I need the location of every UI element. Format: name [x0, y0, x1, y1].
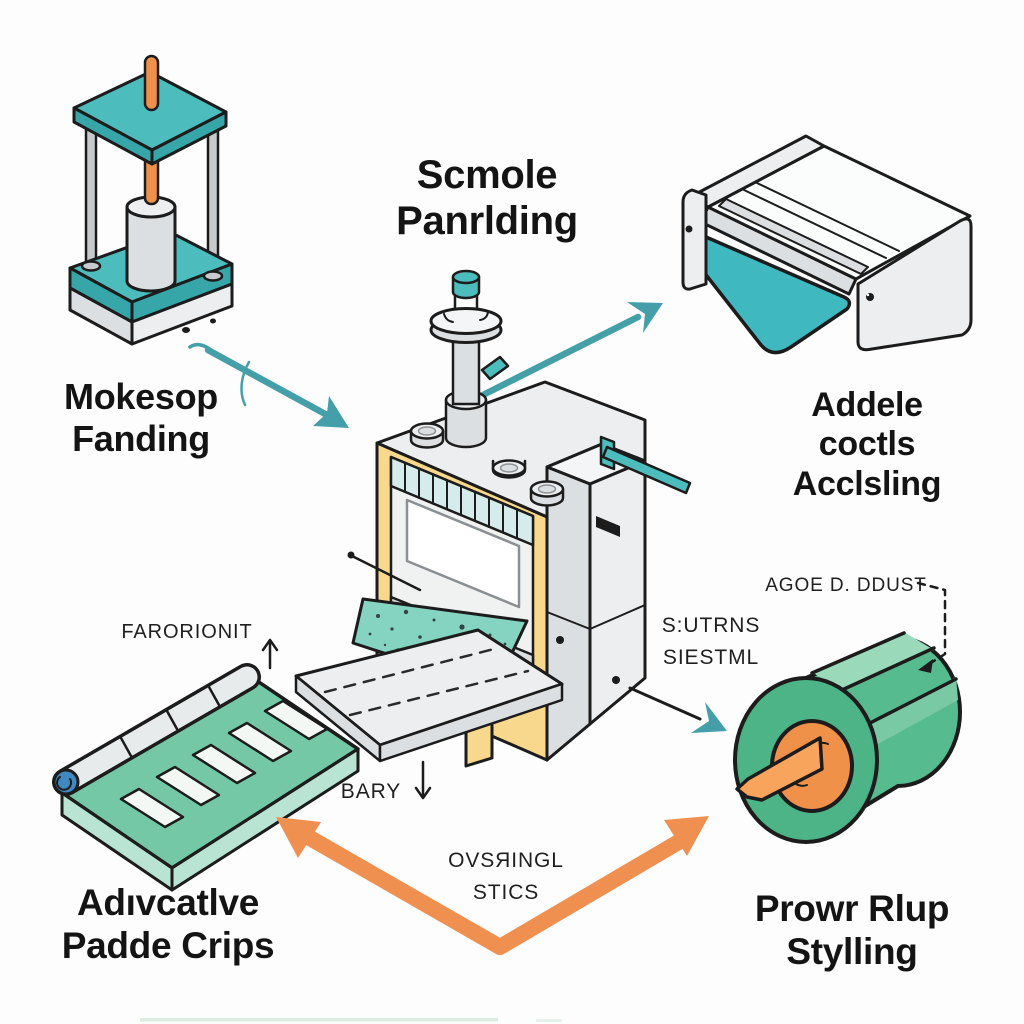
annotation-line: OVSЯINGL — [448, 849, 564, 872]
window-slats — [404, 462, 518, 539]
label-line: Padde Crips — [61, 924, 275, 966]
label-printer: Addele coctls Acclsling — [792, 386, 942, 504]
annotation-line: STICS — [472, 880, 540, 904]
label-line: Prowr Rlup — [754, 888, 950, 929]
annotation-text: FARORIONIT — [121, 621, 253, 643]
label-line: coctls — [818, 425, 916, 464]
roller-press-illustration — [681, 134, 973, 355]
tray-slots — [119, 699, 329, 829]
tape-roll-illustration — [733, 631, 962, 844]
label-center-process: Scmole Panrlding — [396, 152, 578, 245]
mold-tray-illustration — [52, 663, 360, 892]
annotation-ovsringl: OVSЯINGL STICS — [448, 845, 564, 908]
faint-bottom-mark — [536, 1019, 562, 1022]
label-line: Fanding — [72, 417, 210, 459]
small-down-arrow — [414, 760, 432, 800]
annotation-farorionit: FARORIONIT — [121, 617, 252, 647]
label-roll: Prowr Rlup Stylling — [754, 888, 950, 974]
hydraulic-press-illustration — [68, 54, 234, 346]
flow-arrow-press-to-machine — [188, 342, 349, 428]
annotation-line: S:UTRNS — [661, 614, 761, 637]
label-line: Panrlding — [396, 199, 578, 244]
annotation-agoe: AGOE D. DDUST — [765, 572, 927, 601]
annotation-text: BARY — [340, 780, 402, 803]
orange-double-arrow — [276, 816, 709, 955]
annotation-suturns: S:UTRNS SIESTML — [662, 610, 760, 673]
flow-arrow-machine-to-printer — [479, 302, 663, 399]
faint-bottom-line — [140, 1018, 498, 1022]
flow-arrow-machine-to-roll — [628, 686, 727, 733]
label-line: Acclsling — [792, 464, 942, 503]
label-line: Adıvcatlve — [76, 882, 260, 923]
label-line: Mokesop — [64, 376, 218, 417]
annotation-line: SIESTML — [662, 645, 760, 669]
label-line: Stylling — [786, 930, 918, 972]
dashed-callout-connector — [916, 581, 947, 673]
label-line: Addele — [811, 386, 923, 424]
central-machine-illustration — [294, 269, 692, 768]
label-tray: Adıvcatlve Padde Crips — [62, 882, 275, 968]
small-up-arrow — [261, 638, 279, 670]
label-line: Scmole — [416, 153, 558, 197]
annotation-text: AGOE D. DDUST — [765, 575, 927, 596]
annotation-bary: BARY — [341, 776, 401, 808]
label-press: Mokesop Fanding — [64, 376, 218, 460]
